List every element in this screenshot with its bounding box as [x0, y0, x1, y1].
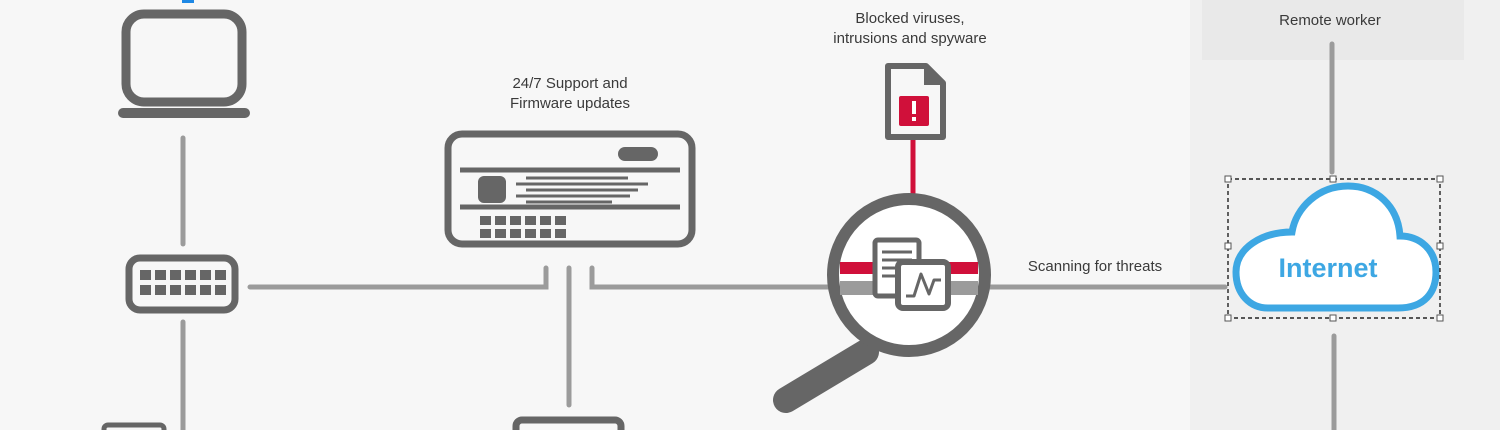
internet-label: Internet — [1278, 253, 1378, 283]
device-partial-left — [101, 422, 167, 430]
network-switch-icon — [125, 254, 239, 314]
remote-worker-label: Remote worker — [1279, 12, 1381, 29]
selection-box[interactable] — [1224, 175, 1444, 322]
blocked-threats-label: Blocked viruses, intrusions and spyware — [833, 10, 987, 47]
scanning-label: Scanning for threats — [1027, 258, 1163, 275]
resize-handle-w[interactable] — [1224, 242, 1232, 250]
resize-handle-sw[interactable] — [1224, 314, 1232, 322]
connector-lines — [180, 41, 1337, 430]
magnifier-scan-icon — [773, 193, 991, 413]
laptop-icon — [118, 9, 250, 118]
resize-handle-ne[interactable] — [1436, 175, 1444, 183]
resize-handle-s[interactable] — [1329, 314, 1337, 322]
support-label: 24/7 Support and Firmware updates — [509, 75, 631, 112]
firewall-appliance-icon — [444, 130, 696, 248]
resize-handle-se[interactable] — [1436, 314, 1444, 322]
resize-handle-n[interactable] — [1329, 175, 1337, 183]
device-partial-middle — [512, 416, 625, 430]
threat-file-icon — [885, 63, 946, 140]
resize-handle-nw[interactable] — [1224, 175, 1232, 183]
blue-accent — [182, 0, 194, 3]
resize-handle-e[interactable] — [1436, 242, 1444, 250]
internet-cloud-icon — [1232, 182, 1440, 312]
